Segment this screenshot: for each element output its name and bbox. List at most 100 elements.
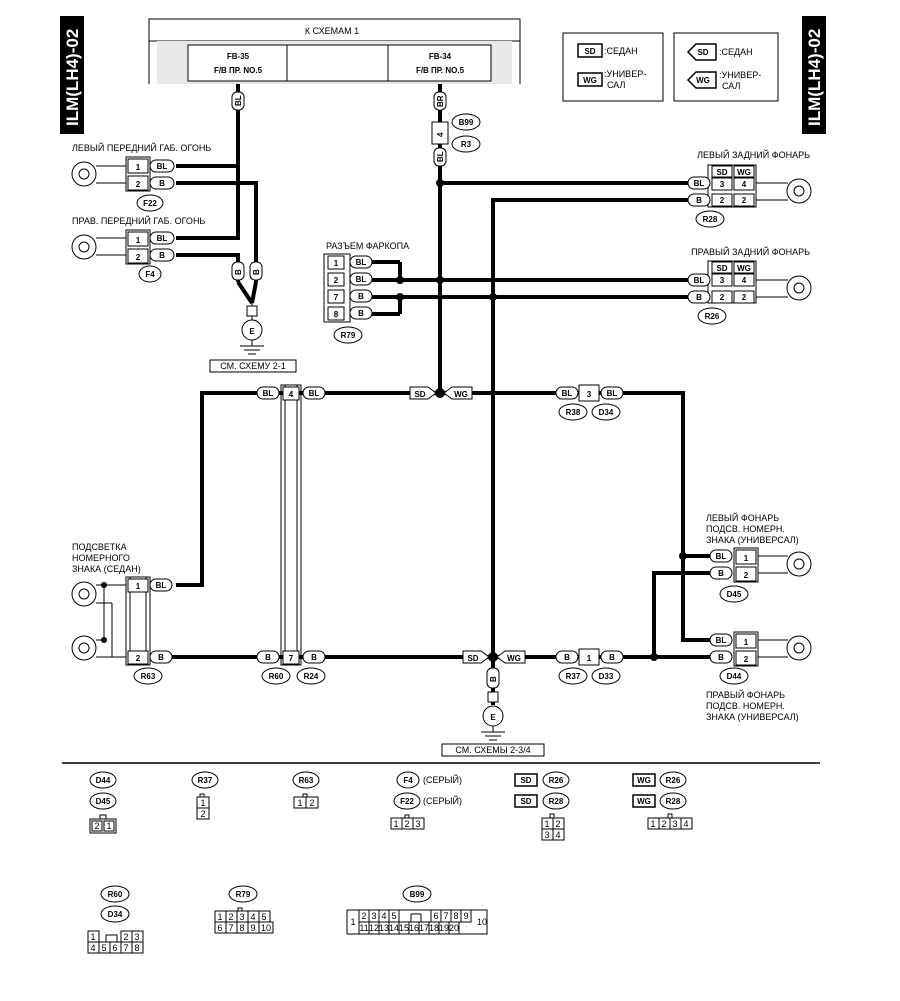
svg-text:R79: R79: [236, 890, 251, 899]
svg-text:2: 2: [404, 819, 409, 829]
svg-text:4: 4: [555, 830, 560, 840]
svg-text:6: 6: [217, 923, 222, 933]
svg-text:B: B: [358, 292, 364, 301]
svg-text:D45: D45: [727, 590, 742, 599]
svg-text:1: 1: [136, 163, 141, 172]
svg-text:E: E: [490, 713, 496, 722]
svg-text:1: 1: [136, 236, 141, 245]
svg-text:НОМЕРНОГО: НОМЕРНОГО: [72, 553, 130, 563]
svg-text:8: 8: [334, 310, 339, 319]
svg-text:3: 3: [134, 932, 139, 942]
svg-text:1: 1: [744, 554, 749, 563]
svg-text:R26: R26: [666, 776, 681, 785]
svg-text:F22: F22: [143, 199, 157, 208]
junction-dots: [101, 179, 687, 662]
page-code-right: ILM(LH4)-02: [802, 16, 826, 134]
svg-text:7: 7: [443, 911, 448, 921]
svg-text:4: 4: [289, 390, 294, 399]
svg-text:BL: BL: [694, 276, 705, 285]
svg-text:FB-35: FB-35: [227, 52, 250, 61]
svg-text:SD: SD: [716, 168, 727, 177]
svg-text:B: B: [159, 179, 165, 188]
svg-text:BL: BL: [309, 389, 320, 398]
svg-text:BL: BL: [157, 162, 168, 171]
svg-text:BL: BL: [716, 636, 727, 645]
svg-text:К СХЕМАМ 1: К СХЕМАМ 1: [305, 26, 359, 36]
svg-text:2: 2: [123, 932, 128, 942]
svg-text:6: 6: [433, 911, 438, 921]
svg-text:3: 3: [544, 830, 549, 840]
svg-text:R26: R26: [549, 776, 564, 785]
svg-text:WG: WG: [737, 264, 751, 273]
view-d44-d45: D44 D45 2 1: [89, 771, 117, 834]
svg-text:13: 13: [379, 923, 389, 933]
svg-text:5: 5: [101, 943, 106, 953]
svg-text:D44: D44: [96, 776, 111, 785]
svg-text:1: 1: [587, 654, 592, 663]
svg-text:ЛЕВЫЙ ЗАДНИЙ ФОНАРЬ: ЛЕВЫЙ ЗАДНИЙ ФОНАРЬ: [697, 149, 810, 160]
svg-text:BL: BL: [156, 581, 167, 590]
svg-text:2: 2: [334, 276, 339, 285]
svg-text:D34: D34: [108, 910, 123, 919]
svg-text:ПРАВЫЙ ФОНАРЬ: ПРАВЫЙ ФОНАРЬ: [706, 689, 785, 700]
svg-text:14: 14: [389, 923, 399, 933]
svg-text:САЛ: САЛ: [722, 81, 741, 91]
svg-text:R28: R28: [549, 797, 564, 806]
svg-text:3: 3: [720, 276, 725, 285]
svg-text::УНИВЕР-: :УНИВЕР-: [604, 69, 646, 79]
svg-text:WG: WG: [507, 654, 521, 663]
connector-r37-d33: 1 B B R37 D33: [555, 648, 624, 685]
svg-text:BL: BL: [716, 552, 727, 561]
svg-text:SD: SD: [467, 654, 478, 663]
svg-text:19: 19: [439, 923, 449, 933]
svg-text:R37: R37: [566, 672, 581, 681]
fuse-box: К СХЕМАМ 1 FB-35 F/B ПР. NO.5 FB-34 F/B …: [148, 18, 521, 84]
svg-text:4: 4: [250, 912, 255, 922]
svg-text:СМ. СХЕМУ 2-1: СМ. СХЕМУ 2-1: [220, 361, 286, 371]
svg-text:(СЕРЫЙ): (СЕРЫЙ): [423, 774, 462, 785]
svg-text:R28: R28: [703, 215, 718, 224]
svg-text:1: 1: [136, 582, 141, 591]
svg-text:20: 20: [449, 923, 459, 933]
svg-text:5: 5: [261, 912, 266, 922]
svg-text:2: 2: [720, 293, 725, 302]
connector-r60-r24: 4 7 BL BL B B R60 R24: [256, 384, 326, 685]
svg-text:9: 9: [250, 923, 255, 933]
wire-tag-br: BR: [433, 91, 447, 111]
lamp-r63: ПОДСВЕТКА НОМЕРНОГО ЗНАКА (СЕДАН) 1 2 BL…: [71, 542, 173, 685]
wire-tag-bl-r3: BL: [433, 147, 447, 167]
svg-text:ILM(LH4)-02: ILM(LH4)-02: [63, 29, 82, 126]
svg-text:2: 2: [136, 654, 141, 663]
svg-text:BL: BL: [607, 389, 618, 398]
svg-text:2: 2: [228, 912, 233, 922]
svg-text:B: B: [265, 653, 271, 662]
svg-text:ЗНАКА (СЕДАН): ЗНАКА (СЕДАН): [72, 564, 141, 574]
svg-text::СЕДАН: :СЕДАН: [719, 47, 753, 57]
svg-text:3: 3: [587, 390, 592, 399]
svg-text:B: B: [696, 196, 702, 205]
svg-text:R28: R28: [666, 797, 681, 806]
svg-text:F4: F4: [403, 776, 413, 785]
svg-text:B: B: [311, 653, 317, 662]
lamp-f4: ПРАВ. ПЕРЕДНИЙ ГАБ. ОГОНЬ 1 2 BL B F4: [71, 215, 205, 283]
svg-text:B: B: [489, 676, 498, 682]
svg-text:1: 1: [544, 819, 549, 829]
svg-text:2: 2: [94, 821, 99, 831]
view-r79: R79 1 2 3 4 5 6 7 8 9 10: [214, 885, 274, 934]
svg-text:ЛЕВЫЙ ПЕРЕДНИЙ ГАБ. ОГОНЬ: ЛЕВЫЙ ПЕРЕДНИЙ ГАБ. ОГОНЬ: [72, 142, 211, 153]
svg-text:F22: F22: [400, 797, 414, 806]
svg-text:B: B: [718, 653, 724, 662]
svg-text:ПРАВЫЙ ЗАДНИЙ ФОНАРЬ: ПРАВЫЙ ЗАДНИЙ ФОНАРЬ: [691, 246, 810, 257]
svg-text:BL: BL: [356, 258, 367, 267]
svg-text:ILM(LH4)-02: ILM(LH4)-02: [805, 29, 824, 126]
svg-text:R24: R24: [304, 672, 319, 681]
svg-text:5: 5: [391, 911, 396, 921]
svg-text:2: 2: [136, 253, 141, 262]
svg-text:B: B: [564, 653, 570, 662]
ground-1: E СМ. СХЕМУ 2-1: [209, 305, 297, 373]
svg-text:SD: SD: [716, 264, 727, 273]
lamp-r26: ПРАВЫЙ ЗАДНИЙ ФОНАРЬ SD WG 3 4 2 2 BL B …: [687, 246, 812, 325]
svg-text:9: 9: [463, 911, 468, 921]
view-r37: R37 1 2: [191, 771, 219, 820]
